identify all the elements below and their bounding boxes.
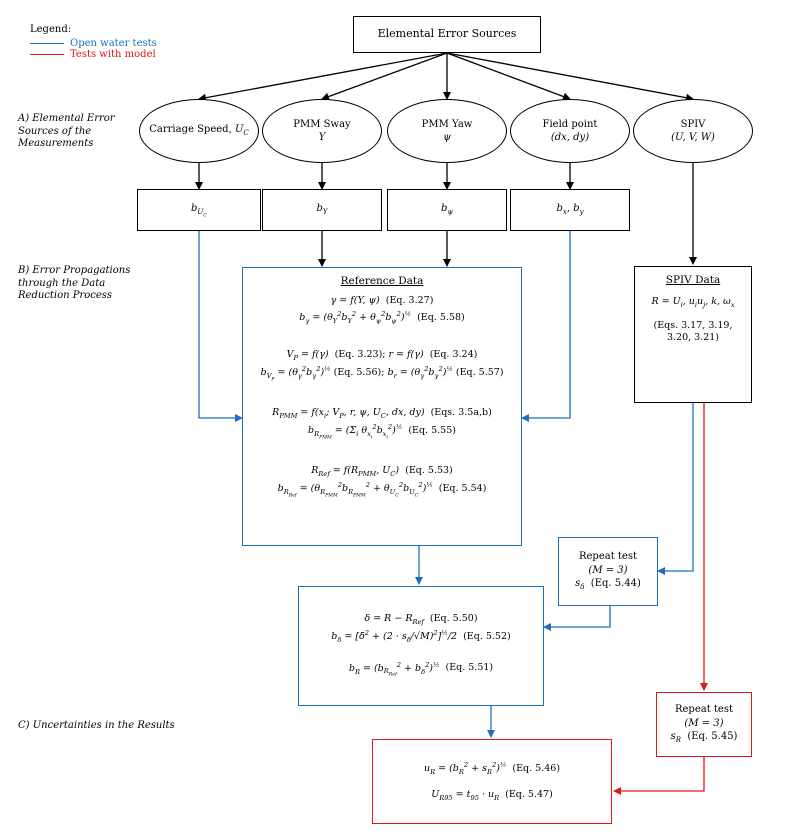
repeat-test-m: (M = 3): [684, 717, 724, 729]
reference-data-title: Reference Data: [340, 275, 424, 287]
spiv-data-eqs: (Eqs. 3.17, 3.19, 3.20, 3.21): [653, 319, 733, 344]
source-pmm-yaw: PMM Yaw ψ: [387, 99, 507, 163]
section-a-label: A) Elemental Error Sources of the Measur…: [18, 113, 115, 149]
reference-data-box: Reference Data γ = f(Y, ψ) (Eq. 3.27) bγ…: [242, 267, 522, 546]
legend-item-open-water: Open water tests: [30, 38, 157, 49]
bias-box-uc: bUC: [137, 189, 261, 231]
legend-title: Legend:: [30, 24, 72, 35]
top-box-label: Elemental Error Sources: [377, 27, 517, 41]
bias-box-xy: bx, by: [510, 189, 630, 231]
repeat-test-m: (M = 3): [588, 564, 628, 576]
elemental-error-sources-box: Elemental Error Sources: [353, 16, 541, 53]
source-carriage-speed: Carriage Speed, UC: [139, 99, 259, 163]
repeat-test-title: Repeat test: [674, 704, 733, 716]
repeat-test-open-water: Repeat test (M = 3) sδ (Eq. 5.44): [558, 537, 658, 606]
source-spiv: SPIV (U, V, W): [633, 99, 753, 163]
spiv-data-title: SPIV Data: [665, 274, 721, 286]
legend-label: Open water tests: [70, 38, 157, 49]
legend: Legend: Open water tests Tests with mode…: [30, 24, 157, 60]
source-pmm-sway: PMM Sway Y: [262, 99, 382, 163]
bias-box-y: bY: [262, 189, 382, 231]
section-c-label: C) Uncertainties in the Results: [18, 720, 175, 731]
legend-swatch-blue: [30, 43, 64, 44]
source-field-point: Field point (dx, dy): [510, 99, 630, 163]
comparison-error-box: δ = R − RRef (Eq. 5.50) bδ = [δ̄2 + (2 ·…: [298, 586, 544, 706]
uncertainty-result-box: uR = (bR2 + sR2)½ (Eq. 5.46) UR95 = t95 …: [372, 739, 612, 824]
section-b-label: B) Error Propagations through the Data R…: [18, 265, 131, 301]
bias-box-psi: bψ: [387, 189, 507, 231]
legend-label: Tests with model: [70, 49, 156, 60]
spiv-data-box: SPIV Data R = Ui, uiuj, k, ωx (Eqs. 3.17…: [634, 266, 752, 403]
repeat-test-with-model: Repeat test (M = 3) sR (Eq. 5.45): [656, 692, 752, 757]
legend-item-model: Tests with model: [30, 49, 157, 60]
legend-swatch-red: [30, 54, 64, 55]
repeat-test-title: Repeat test: [578, 551, 637, 563]
